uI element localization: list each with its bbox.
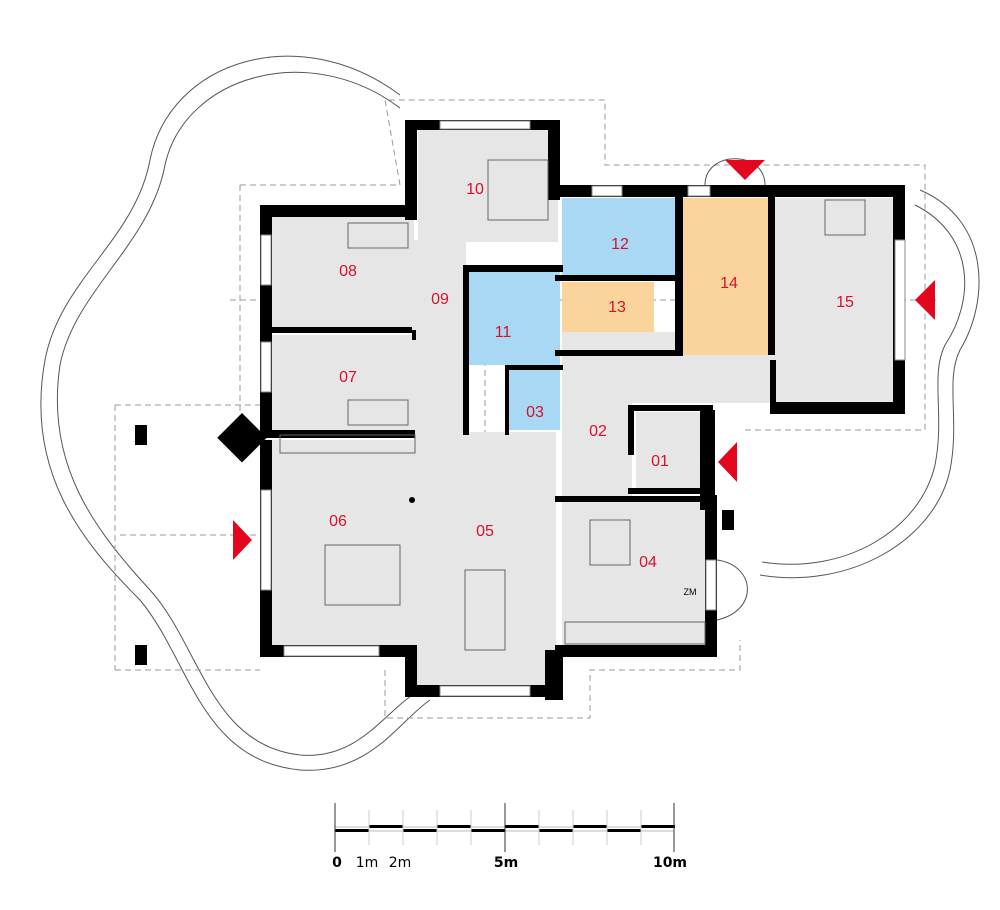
scale-label-2m: 2m (389, 855, 412, 871)
zm-label: ZM (684, 587, 697, 597)
rooms (272, 130, 905, 690)
terrace-outline (40, 55, 980, 771)
room-label-12: 12 (611, 236, 629, 253)
room-label-10: 10 (466, 181, 484, 198)
room-label-05: 05 (476, 523, 494, 540)
room-label-15: 15 (836, 294, 854, 311)
entrance-arrow-icon (725, 160, 765, 180)
room-label-14: 14 (720, 275, 738, 292)
entrance-markers (233, 160, 935, 560)
room-label-07: 07 (339, 369, 357, 386)
windows (260, 120, 906, 697)
furniture (279, 159, 866, 651)
column (409, 497, 415, 503)
room-label-09: 09 (431, 291, 449, 308)
room-label-06: 06 (329, 513, 347, 530)
room-label-08: 08 (339, 263, 357, 280)
room-label-11: 11 (495, 324, 512, 341)
scale-label-0: 0 (332, 855, 342, 871)
entrance-arrow-icon (233, 520, 252, 560)
entrance-arrow-icon (915, 280, 935, 320)
room-label-01: 01 (651, 453, 669, 470)
room-label-04: 04 (639, 554, 657, 571)
scale-label-5m: 5m (494, 855, 518, 871)
room-label-13: 13 (608, 299, 626, 316)
entrance-arrow-icon (718, 442, 737, 482)
scale-label-1m: 1m (356, 855, 379, 871)
room-labels: 01 02 03 04 05 06 07 08 09 10 11 12 13 1… (329, 181, 854, 571)
scale-bar: 0 1m 2m 5m 10m (332, 803, 687, 871)
room-label-02: 02 (589, 423, 607, 440)
room-label-03: 03 (526, 404, 544, 421)
roof-outline (114, 99, 926, 719)
bay-window (704, 158, 766, 621)
scale-label-10m: 10m (653, 855, 687, 871)
